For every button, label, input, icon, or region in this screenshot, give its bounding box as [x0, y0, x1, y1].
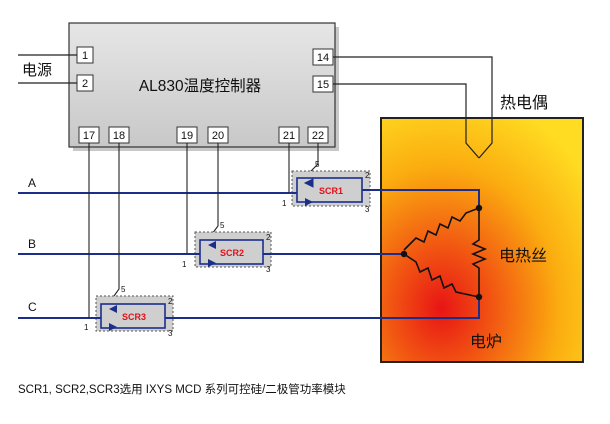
pin-label-19: 19 [181, 130, 193, 142]
scr3-terminal-2: 2 [168, 297, 173, 306]
pin-label-15: 15 [317, 79, 329, 91]
node-top [475, 204, 483, 212]
scr2-module: SCR2 5 2 1 3 [182, 221, 272, 274]
caption: SCR1, SCR2,SCR3选用 IXYS MCD 系列可控硅/二极管功率模块 [18, 382, 346, 396]
thermocouple-label: 热电偶 [500, 94, 548, 112]
pin-label-2: 2 [82, 78, 88, 90]
scr2-label: SCR2 [220, 248, 244, 258]
pin-label-17: 17 [83, 130, 95, 142]
thermocouple-wire-14 [333, 56, 493, 159]
scr1-terminal-1: 1 [282, 199, 287, 208]
scr3-thyristor-symbol [109, 305, 117, 313]
pin-label-22: 22 [312, 130, 324, 142]
scr2-terminal-2: 2 [266, 233, 271, 242]
resistor-right [470, 208, 488, 297]
scr2-core [199, 239, 264, 265]
scr2-terminal-1: 1 [182, 260, 187, 269]
scr3-terminal-1: 1 [84, 323, 89, 332]
scr1-diode-symbol [305, 198, 313, 206]
scr2-diode-symbol [208, 259, 216, 267]
scr1-terminal-2: 2 [365, 171, 370, 180]
controller-title: AL830温度控制器 [139, 77, 262, 95]
phase-label-c: C [28, 300, 37, 314]
pin-label-14: 14 [317, 52, 329, 64]
scr3-diode-symbol [109, 323, 117, 331]
output-wire-c [165, 297, 480, 319]
furnace-label: 电炉 [470, 333, 502, 351]
resistor-bottom [403, 253, 480, 298]
pin-label-20: 20 [212, 130, 224, 142]
pin-label-18: 18 [113, 130, 125, 142]
node-bottom [475, 293, 483, 301]
heater-wire-label: 电热丝 [499, 247, 547, 265]
scr1-housing [291, 170, 371, 207]
thermocouple-wire-15 [333, 83, 480, 159]
scr3-label: SCR3 [122, 312, 146, 322]
gate-wire-22 [309, 143, 319, 173]
gate-wire-18 [113, 143, 120, 297]
scr1-terminal-5: 5 [315, 160, 320, 169]
scr3-core [100, 303, 166, 329]
controller-pins: 1 2 14 15 17 18 19 20 21 22 [76, 46, 334, 144]
heater-delta [400, 204, 488, 301]
power-label: 电源 [22, 62, 52, 79]
resistor-top [403, 207, 480, 251]
gate-wires [88, 143, 319, 318]
pin-label-1: 1 [82, 50, 88, 62]
output-wire-a [362, 189, 480, 208]
scr2-terminal-5: 5 [220, 221, 225, 230]
scr1-thyristor-symbol [303, 178, 314, 188]
gate-wire-20 [211, 143, 219, 235]
pin-label-21: 21 [283, 130, 295, 142]
phase-label-b: B [28, 237, 36, 251]
scr2-housing [194, 231, 272, 268]
phase-lines: A B C [18, 176, 295, 319]
node-left [400, 250, 408, 258]
scr3-module: SCR3 5 2 1 3 [84, 285, 174, 338]
scr2-terminal-3: 3 [266, 265, 271, 274]
scr1-label: SCR1 [319, 186, 343, 196]
scr1-terminal-3: 3 [365, 205, 370, 214]
scr3-terminal-3: 3 [168, 329, 173, 338]
scr3-terminal-5: 5 [121, 285, 126, 294]
scr1-module: SCR1 5 2 1 3 [282, 160, 371, 214]
scr2-thyristor-symbol [208, 241, 216, 249]
controller-box [68, 22, 336, 148]
phase-label-a: A [28, 176, 36, 190]
scr3-housing [95, 295, 174, 332]
